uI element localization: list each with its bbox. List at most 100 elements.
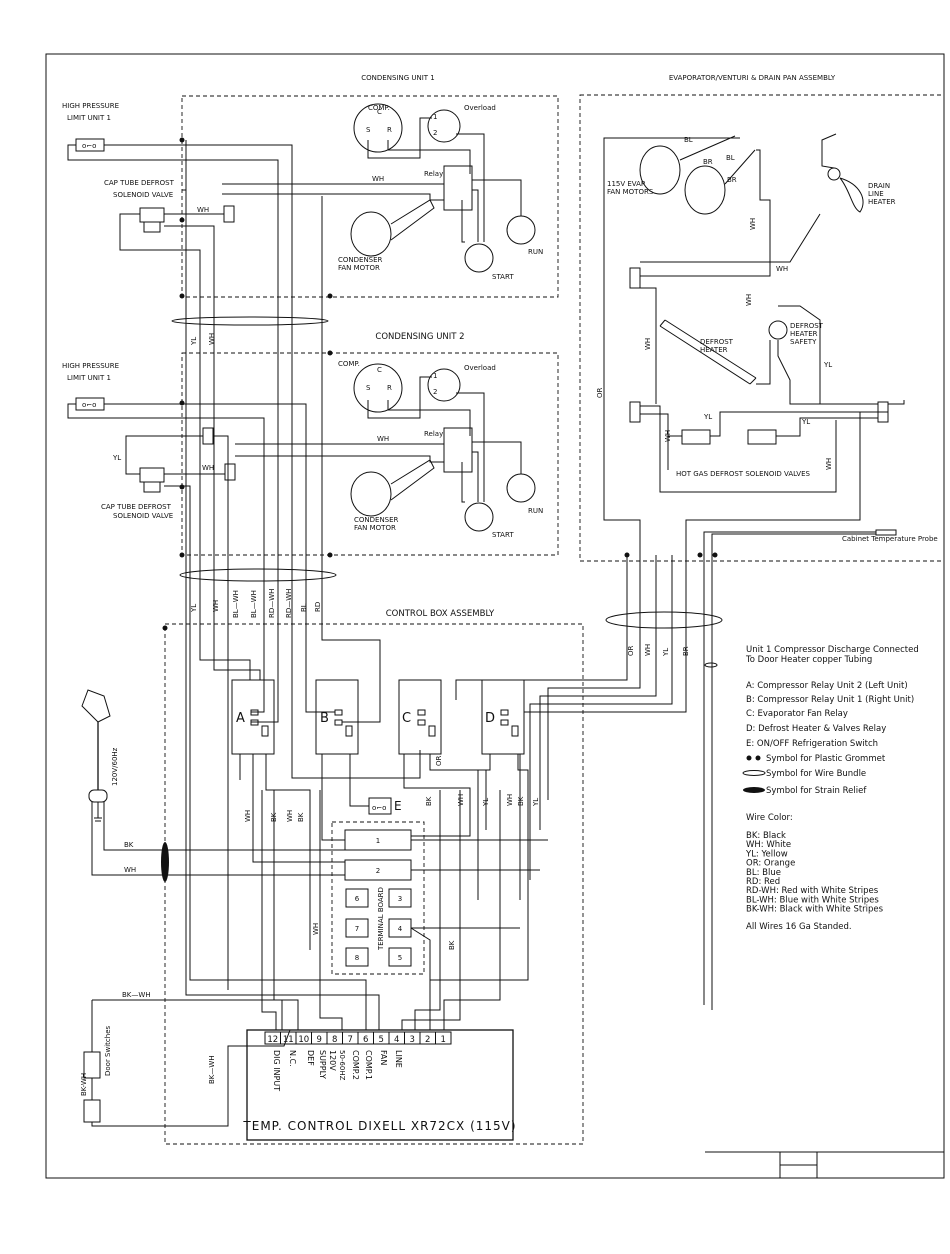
condenser-fan-2-icon xyxy=(350,471,392,517)
vlabel-wh: WH xyxy=(212,600,220,612)
grommet-8 xyxy=(327,350,333,356)
overload-1-t1: 1 xyxy=(433,113,437,121)
evap-fan-1-icon xyxy=(639,145,681,195)
start-cap-1-icon xyxy=(464,243,494,273)
legend-e: E: ON/OFF Refrigeration Switch xyxy=(746,739,878,749)
valve-yl-label-2: YL xyxy=(801,418,810,426)
run-cap-1-icon xyxy=(506,215,536,245)
legend-wire-color-8: BK-WH: Black with White Stripes xyxy=(746,905,884,915)
compressor-2-icon xyxy=(353,363,403,413)
terminal-board-label: TERMINAL BOARD xyxy=(377,887,385,951)
comp-2-s: S xyxy=(366,384,371,392)
hot-gas-valve-1-icon xyxy=(681,429,711,445)
probe-wires xyxy=(703,531,876,1010)
defrost-heater-line1: DEFROST xyxy=(700,338,734,346)
door-switch-1-icon xyxy=(83,1051,101,1079)
connector-2b-icon xyxy=(224,463,236,481)
legend-grommet-icon-2 xyxy=(755,755,761,761)
relay-d-coil xyxy=(511,725,519,737)
hp-limit-2-line2: LIMIT UNIT 1 xyxy=(67,374,111,382)
grommet-5 xyxy=(179,484,185,490)
control-wiring-3 xyxy=(261,790,501,1030)
comp-1-r: R xyxy=(387,126,392,134)
fan-motor-2-line1: CONDENSER xyxy=(354,516,399,524)
condensing-unit-2: CONDENSING UNIT 2 COMP. C S R Overload 1… xyxy=(181,332,559,556)
terminal-block-1-label: 1 xyxy=(376,837,380,845)
vlabel-rd: RD xyxy=(314,602,322,612)
door-switch-2-icon xyxy=(83,1099,101,1123)
controller-terminal-label-5: 5 xyxy=(379,1035,384,1045)
overload-1-label: Overload xyxy=(464,104,496,112)
relay-a-coil xyxy=(261,725,269,737)
evap-bl-label-2: BL xyxy=(726,154,735,162)
unit-2-internal-wires xyxy=(367,376,522,503)
condensing-unit-1-title: CONDENSING UNIT 1 xyxy=(361,74,434,82)
evap-wh-label: WH xyxy=(776,265,788,273)
vlabel-yl: YL xyxy=(190,604,198,613)
evap-connector-1-icon xyxy=(629,267,641,289)
legend-bundle: Symbol for Wire Bundle xyxy=(766,769,866,779)
defrost-heater-line2: HEATER xyxy=(700,346,728,354)
solenoid-1-icon xyxy=(139,207,165,223)
overload-1-t2: 2 xyxy=(433,129,437,137)
power-cord-label: 120V/60Hz xyxy=(111,747,119,786)
evap-wh-vlabel-3: WH xyxy=(745,294,753,306)
legend-grommet: Symbol for Plastic Grommet xyxy=(766,754,886,764)
terminal-cell-3 xyxy=(388,888,412,908)
evaporator-assembly: EVAPORATOR/VENTURI & DRAIN PAN ASSEMBLY … xyxy=(579,74,945,1010)
terminal-cell-8-label: 8 xyxy=(355,954,359,962)
evap-br-label-1: BR xyxy=(703,158,713,166)
controller-terminal-label-1: 1 xyxy=(441,1035,446,1045)
controller-terminal-label-7: 7 xyxy=(348,1035,353,1045)
grommet-3 xyxy=(179,293,185,299)
valve-wiring xyxy=(668,411,878,437)
condensing-unit-2-boundary xyxy=(181,352,559,556)
fan-motor-1-line1: CONDENSER xyxy=(338,256,383,264)
cap-tube-solenoid-1: CAP TUBE DEFROST SOLENOID VALVE WH xyxy=(104,179,235,620)
legend-b: B: Compressor Relay Unit 1 (Right Unit) xyxy=(746,695,914,705)
switch-e-label: E xyxy=(394,799,402,813)
cb-bk-vlabel-4: BK xyxy=(517,796,525,806)
relay-a-label: A xyxy=(236,711,245,726)
vlabel-bl: BL xyxy=(300,603,308,612)
terminal-board xyxy=(331,821,425,975)
legend-note-1: Unit 1 Compressor Discharge Connected xyxy=(746,645,919,655)
relay-d-body xyxy=(481,679,525,755)
overload-2-label: Overload xyxy=(464,364,496,372)
cb-bk-vlabel-2: BK xyxy=(297,812,305,822)
controller-terminal-label-8: 8 xyxy=(332,1035,337,1045)
terminal-cell-8 xyxy=(345,947,369,967)
overload-1-icon xyxy=(427,109,461,143)
legend-wire-color-5: RD: Red xyxy=(746,877,780,887)
legend-strain-icon xyxy=(743,787,765,793)
controller-terminal-label-11: 11 xyxy=(283,1035,294,1045)
legend-note-2: To Door Heater copper Tubing xyxy=(745,655,872,665)
condenser-fan-2-shaft xyxy=(390,459,435,501)
legend-d: D: Defrost Heater & Valves Relay xyxy=(746,724,886,734)
control-wiring-2 xyxy=(239,754,529,1030)
fn-nc: N.C. xyxy=(288,1050,297,1067)
cap-tube-1-wires xyxy=(119,213,224,620)
cb-or-vlabel: OR xyxy=(435,755,443,766)
evap-grommet-3 xyxy=(712,552,718,558)
relay-c-label: C xyxy=(402,711,411,726)
valve-wh-vlabel-1: WH xyxy=(664,430,672,442)
terminal-cell-6-label: 6 xyxy=(355,895,360,903)
vlabel-rdwh-2: RD—WH xyxy=(285,589,293,618)
condensing-unit-1: CONDENSING UNIT 1 COMP. C S R Overload 1… xyxy=(181,74,559,298)
terminal-cell-7-label: 7 xyxy=(355,925,359,933)
relay-c-contact-1 xyxy=(417,709,426,716)
comp-2-label: COMP. xyxy=(338,360,360,368)
connector-1-icon xyxy=(223,205,235,223)
relay-c-body xyxy=(398,679,442,755)
evap-or-vlabel: OR xyxy=(596,387,604,398)
legend-c: C: Evaporator Fan Relay xyxy=(746,709,848,719)
evap-br-label-2: BR xyxy=(727,176,737,184)
run-2-label: RUN xyxy=(528,507,543,515)
evap-fans-line1: 115V EVAP xyxy=(607,180,645,188)
controller-terminal-label-2: 2 xyxy=(425,1035,430,1045)
legend-gauge: All Wires 16 Ga Standed. xyxy=(746,922,852,932)
page-border xyxy=(45,53,945,1179)
hp-limit-2-line1: HIGH PRESSURE xyxy=(62,362,119,370)
